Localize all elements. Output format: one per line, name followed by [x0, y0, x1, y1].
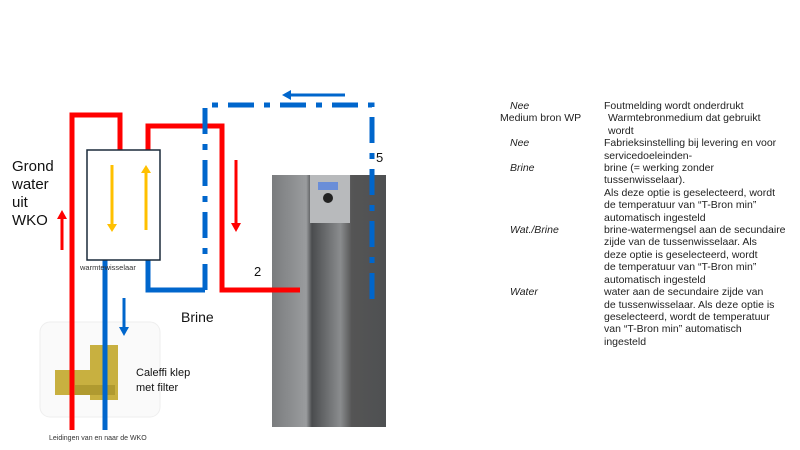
value-line: water aan de secundaire zijde van: [604, 286, 764, 299]
label-line: Caleffi klep: [136, 367, 191, 379]
table-row: Brine brine (= werking zonder tussenwisse…: [496, 162, 796, 224]
label-line: Grond: [12, 158, 54, 175]
value-line: van “T-Bron min” automatisch: [604, 323, 742, 336]
table-row: Wat./Brine brine-watermengsel aan de secu…: [496, 224, 796, 286]
hot-lines: [69, 112, 300, 430]
value-line: de temperatuur van “T-Bron min”: [604, 199, 757, 212]
table-row: Medium bron WP Warmtebronmedium dat gebru…: [496, 112, 796, 137]
table-row: Nee Fabrieksinstelling bij levering en vo…: [496, 137, 796, 162]
brine-label: Brine: [181, 309, 214, 325]
connection-2-label: 2: [254, 264, 262, 279]
row-key: Brine: [510, 162, 535, 175]
table-row: Nee Foutmelding wordt onderdrukt: [496, 100, 796, 112]
value-line: brine-watermengsel aan de secundaire: [604, 224, 786, 237]
value-line: ingesteld: [604, 335, 647, 348]
value-line: Fabrieksinstelling bij levering en voor: [604, 137, 777, 150]
value-line: automatisch ingesteld: [604, 211, 706, 224]
value-line: geselecteerd, wordt de temperatuur: [604, 310, 770, 323]
row-value: brine (= werking zonder tussenwisselaar)…: [604, 162, 796, 224]
row-key: Water: [510, 286, 538, 299]
pipes-caption: Leidingen van en naar de WKO: [49, 435, 147, 442]
valve-label: Caleffi klep met filter: [136, 366, 190, 396]
value-line: servicedoeleinden-: [604, 149, 693, 162]
value-line: Warmtebronmedium dat gebruikt: [608, 112, 761, 125]
cold-lines: [102, 102, 375, 430]
value-line: deze optie is geselecteerd, wordt: [604, 248, 758, 261]
groundwater-label: Grond water uit WKO: [12, 158, 54, 230]
label-line: WKO: [12, 212, 48, 229]
value-line: Als deze optie is geselecteerd, wordt: [604, 186, 776, 199]
heat-pump: [272, 175, 386, 427]
label-line: water: [12, 176, 49, 193]
row-key: Nee: [510, 100, 530, 112]
value-line: de tussenwisselaar. Als deze optie is: [604, 298, 775, 311]
flow-arrows: [57, 90, 345, 336]
value-line: Foutmelding wordt onderdrukt: [604, 100, 744, 112]
row-key: Medium bron WP: [500, 112, 582, 125]
heat-exchanger: [86, 149, 161, 261]
label-line: uit: [12, 194, 28, 211]
value-line: brine (= werking zonder tussenwisselaar)…: [604, 162, 715, 187]
row-key: Nee: [510, 137, 530, 150]
heat-exchanger-label: warmtewisselaar: [80, 263, 136, 272]
label-line: met filter: [136, 382, 179, 394]
row-key: Wat./Brine: [510, 224, 559, 237]
value-line: zijde van de tussenwisselaar. Als: [604, 236, 757, 249]
row-value: Foutmelding wordt onderdrukt: [604, 100, 796, 112]
value-line: automatisch ingesteld: [604, 273, 706, 286]
value-line: wordt: [608, 124, 634, 137]
value-line: de temperatuur van “T-Bron min”: [604, 261, 757, 274]
connection-5-label: 5: [376, 150, 384, 165]
